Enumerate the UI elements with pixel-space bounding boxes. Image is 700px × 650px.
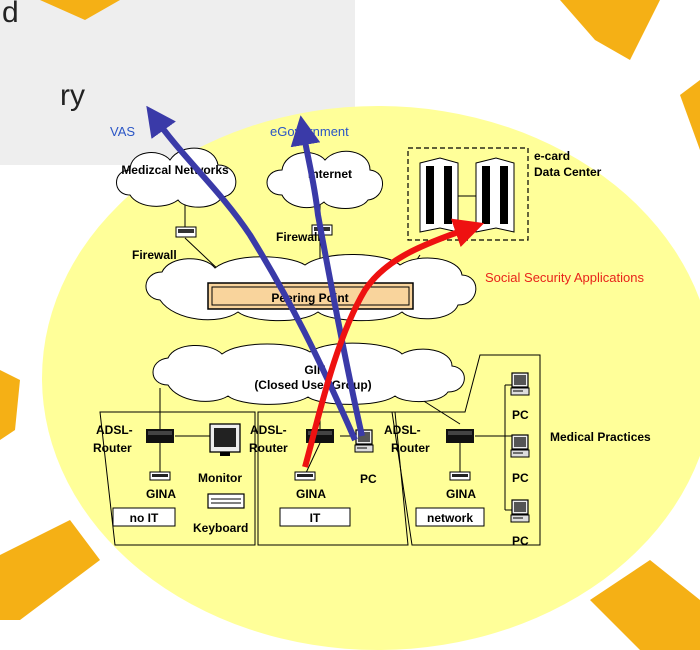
firewall-left-label: Firewall bbox=[132, 248, 177, 262]
medical-networks-label: Medizcal Networks bbox=[121, 163, 229, 177]
firewall-right-label: Firewall bbox=[276, 230, 321, 244]
adsl-router-label: Router bbox=[93, 441, 132, 455]
monitor-label: Monitor bbox=[198, 471, 242, 485]
data-center-line1: e-card bbox=[534, 149, 570, 163]
data-center-line2: Data Center bbox=[534, 165, 602, 179]
internet-label: Internet bbox=[308, 167, 352, 181]
adsl-router-label: ADSL- bbox=[96, 423, 133, 437]
internet-cloud bbox=[266, 150, 383, 209]
pc-label: PC bbox=[512, 534, 529, 548]
gin-label-line2: (Closed User Group) bbox=[254, 378, 371, 392]
pc-label: PC bbox=[360, 472, 377, 486]
slide-text-fragment: d bbox=[2, 0, 19, 29]
practice-it-outline bbox=[257, 411, 409, 546]
pc-icon bbox=[510, 499, 530, 523]
network-label: network bbox=[427, 511, 473, 525]
orange-decoration bbox=[40, 0, 120, 20]
orange-decoration bbox=[560, 0, 660, 60]
medical-practices-label: Medical Practices bbox=[550, 430, 651, 444]
adsl-router-label: Router bbox=[249, 441, 288, 455]
orange-decoration bbox=[590, 560, 700, 650]
gina-device-icon bbox=[449, 471, 471, 481]
gin-cloud bbox=[152, 342, 465, 405]
arrow-gina-to-data-center bbox=[302, 218, 485, 468]
practice-no-it-outline bbox=[99, 411, 256, 546]
gina-label: GINA bbox=[446, 487, 476, 501]
keyboard-label: Keyboard bbox=[193, 521, 248, 535]
server-icon bbox=[475, 157, 515, 233]
firewall-device-icon bbox=[175, 226, 197, 238]
monitor-icon bbox=[209, 423, 241, 456]
adsl-router-icon bbox=[146, 429, 174, 443]
practice-network-outline bbox=[391, 354, 541, 546]
it-label: IT bbox=[310, 511, 321, 525]
adsl-router-label: ADSL- bbox=[250, 423, 287, 437]
no-it-label: no IT bbox=[130, 511, 159, 525]
gina-label: GINA bbox=[296, 487, 326, 501]
orange-decoration bbox=[0, 520, 100, 620]
adsl-router-icon bbox=[446, 429, 474, 443]
keyboard-icon bbox=[207, 493, 245, 509]
orange-decoration bbox=[680, 80, 700, 150]
gina-label: GINA bbox=[146, 487, 176, 501]
pc-icon bbox=[510, 434, 530, 458]
adsl-router-label: Router bbox=[391, 441, 430, 455]
server-icon bbox=[419, 157, 459, 233]
orange-decoration bbox=[0, 370, 20, 440]
arrow-pc-to-egovernment bbox=[290, 115, 365, 437]
network-box bbox=[415, 507, 485, 527]
pc-icon bbox=[510, 372, 530, 396]
gina-device-icon bbox=[294, 471, 316, 481]
vas-label: VAS bbox=[110, 124, 135, 139]
arrow-pc-to-vas bbox=[146, 105, 358, 442]
gina-device-icon bbox=[149, 471, 171, 481]
social-security-label: Social Security Applications bbox=[485, 270, 644, 285]
pc-label: PC bbox=[512, 471, 529, 485]
it-box bbox=[279, 507, 351, 527]
adsl-router-label: ADSL- bbox=[384, 423, 421, 437]
slide-text-fragment: ry bbox=[60, 79, 85, 112]
pc-label: PC bbox=[512, 408, 529, 422]
egovernment-label: eGovernment bbox=[270, 124, 349, 139]
no-it-box bbox=[112, 507, 176, 527]
medical-networks-cloud bbox=[116, 147, 237, 208]
